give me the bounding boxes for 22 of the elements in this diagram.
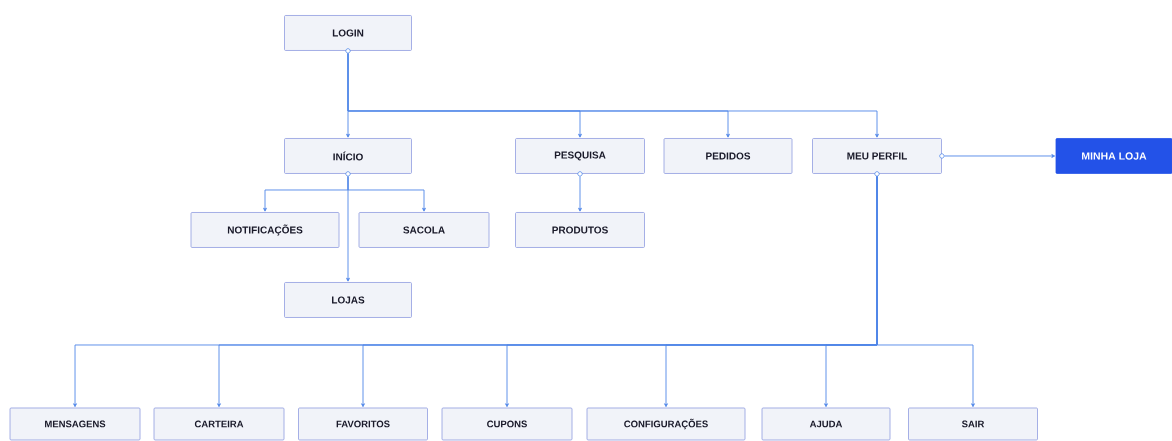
menu-box: MENSAGENS [9,407,141,441]
menu-box: CUPONS [441,407,573,441]
menu-box: PRODUTOS [515,212,645,248]
menu-box: SACOLA [358,212,490,248]
arrow [944,154,1056,158]
menu-box: MEU PERFIL [812,138,945,177]
menu-box: LOGIN [284,15,412,54]
menu-box: CONFIGURAÇÕES [586,407,746,441]
arrow [347,53,879,138]
arrow [346,176,350,282]
menu-box: FAVORITOS [298,407,428,441]
menu-box: NOTIFICAÇÕES [190,212,340,248]
menu-box: MINHA LOJA [1055,138,1172,174]
arrow [876,176,975,408]
menu-box: LOJAS [284,282,412,318]
menu-box: PESQUISA [515,138,645,177]
menu-box: PEDIDOS [663,138,793,174]
arrow [578,176,582,212]
menu-box: INÍCIO [284,138,412,177]
menu-box: AJUDA [761,407,891,441]
menu-box: CARTEIRA [153,407,285,441]
menu-box: SAIR [908,407,1038,441]
